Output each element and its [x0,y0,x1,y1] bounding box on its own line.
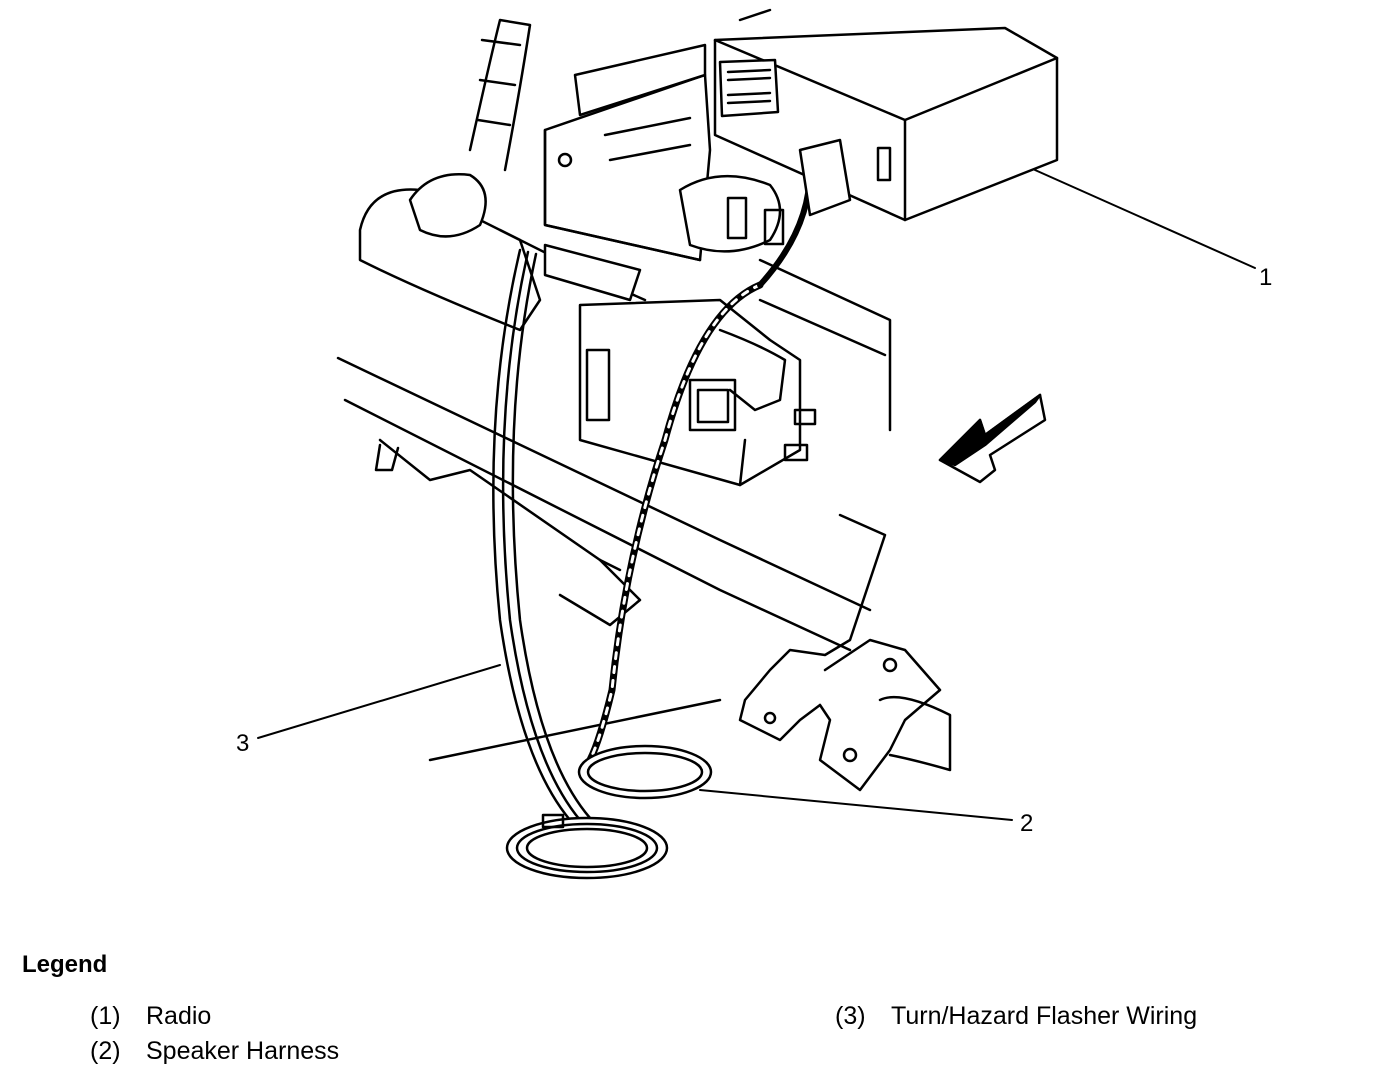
legend-item-label: Speaker Harness [146,1037,340,1065]
leader-line-3 [257,664,501,739]
callout-3: 3 [236,730,250,757]
steering-column [336,188,892,652]
upper-harness [408,18,852,412]
leader-line-2 [699,789,1013,821]
legend-item-speaker-harness: (2) Speaker Harness [90,1037,339,1066]
callout-2: 2 [1020,810,1034,837]
leader-line-1 [1034,169,1256,269]
legend-item-label: Radio [146,1002,212,1030]
legend-item-number: (1) [90,1002,121,1030]
legend-item-number: (2) [90,1037,121,1065]
legend-item-number: (3) [835,1002,866,1030]
legend-item-label: Turn/Hazard Flasher Wiring [891,1002,1198,1030]
callout-1: 1 [1259,264,1273,291]
speaker-harness [577,167,813,800]
turn-hazard-flasher-wiring [492,248,669,880]
mounting-bracket [428,513,952,792]
legend-item-flasher-wiring: (3) Turn/Hazard Flasher Wiring [835,1002,1197,1031]
legend-item-radio: (1) Radio [90,1002,211,1031]
wiring-illustration [257,8,1256,880]
legend-title: Legend [22,951,108,978]
radio-unit [713,8,1059,222]
direction-arrow-icon [938,393,1047,484]
